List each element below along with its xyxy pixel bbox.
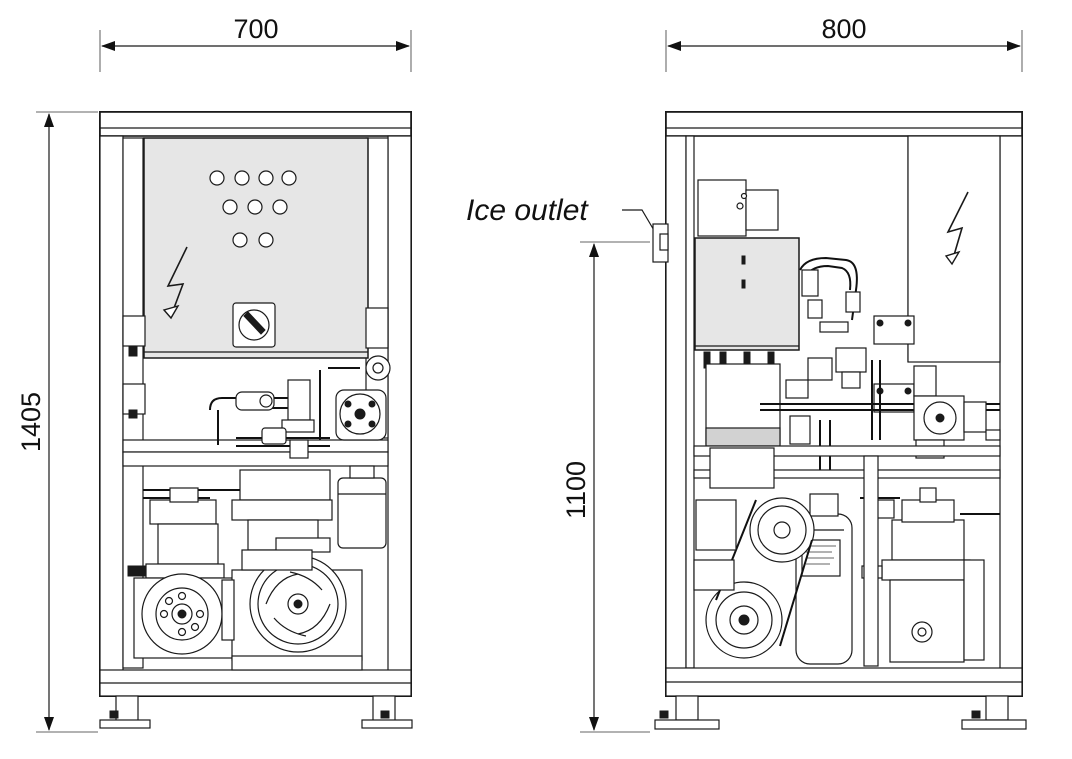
- indicator-lamps: [209, 170, 297, 248]
- dimension-overall-height: 1405: [16, 111, 98, 733]
- high-voltage-warning-icon: [944, 191, 969, 266]
- high-voltage-warning-icon: [162, 246, 188, 320]
- dimension-outlet-height: 1100: [561, 241, 650, 733]
- front-width-label: 700: [233, 14, 278, 44]
- ice-outlet-callout: Ice outlet: [466, 194, 656, 233]
- ice-outlet-label: Ice outlet: [466, 194, 589, 227]
- overall-height-label: 1405: [16, 392, 46, 452]
- front-view: [99, 111, 413, 729]
- side-width-label: 800: [821, 14, 866, 44]
- dimension-front-width: 700: [99, 14, 412, 72]
- outlet-height-label: 1100: [561, 461, 591, 519]
- side-view: [652, 111, 1027, 730]
- dimension-side-width: 800: [665, 14, 1023, 72]
- main-switch-icon: [232, 302, 276, 348]
